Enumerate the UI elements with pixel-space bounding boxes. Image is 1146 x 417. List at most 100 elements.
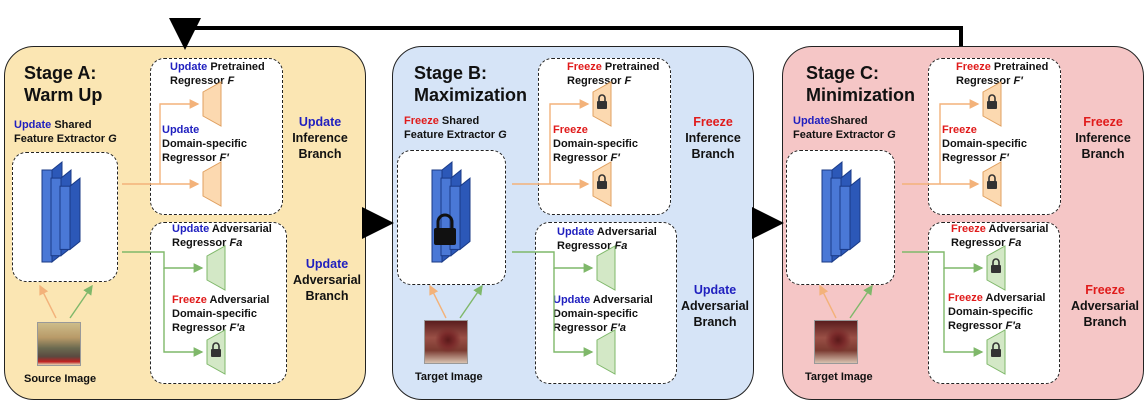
stage-b-image-arrow-green <box>459 284 483 319</box>
stage-a-adversarial-arrow-top <box>122 251 204 273</box>
stage-b-domain-regressor-lock-icon <box>597 181 607 189</box>
stage-b-adv-label: Update Adversarial Regressor Fa <box>557 225 657 253</box>
stage-b-adv-domain-text3: Regressor <box>553 322 611 334</box>
stage-a-adv-branch-label: Update Adversarial Branch <box>290 256 364 304</box>
stage-a-inference-text1: Inference <box>292 131 348 145</box>
stage-c-pretrained-regressor-lock-icon-shackle <box>988 94 996 101</box>
stage-c-adv-action: Freeze <box>951 223 986 235</box>
stage-c-adv-domain-symbol: F′a <box>1005 320 1021 332</box>
stage-b-title: Stage B: Maximization <box>414 62 527 106</box>
stage-a-adv-domain-regressor-lock-icon <box>211 349 221 357</box>
stage-a-domain-text1: Domain-specific <box>162 138 247 150</box>
stage-a-adv-domain-text3: Regressor <box>172 322 230 334</box>
stage-c-adversarial-arrow-bottom <box>943 268 984 357</box>
stage-b-extractor-label: Freeze Shared Feature Extractor G <box>404 114 507 142</box>
stage-a-adv-symbol: Fa <box>229 237 243 249</box>
stage-a-adv-domain-symbol: F′a <box>229 322 245 334</box>
stage-c-feature-extractor-slab-2 <box>839 185 851 250</box>
stage-c-domain-regressor-lock-icon-shackle <box>988 174 996 181</box>
stage-b-domain-text1: Domain-specific <box>553 138 638 150</box>
stage-c-adv-domain-text3: Regressor <box>948 320 1006 332</box>
stage-a-adv-branch-text2: Branch <box>305 289 349 303</box>
stage-a-title-line2: Warm Up <box>24 85 103 105</box>
stage-a-title-line1: Stage A: <box>24 63 97 83</box>
stage-b-pretrained-text1: Pretrained <box>601 61 660 73</box>
stage-b-domain-label: Freeze Domain-specific Regressor F′ <box>553 123 638 165</box>
feedback-loop-arrow <box>169 18 963 50</box>
stage-c-pretrained-label: Freeze Pretrained Regressor F′ <box>956 60 1048 88</box>
stage-c-adv-symbol: Fa <box>1008 237 1022 249</box>
stage-c-inference-action: Freeze <box>1083 115 1123 129</box>
stage-c-domain-symbol: F′ <box>999 152 1009 164</box>
stage-c-adv-branch-text2: Branch <box>1083 315 1127 329</box>
stage-b-inference-branch-label: Freeze Inference Branch <box>676 114 750 162</box>
stage-c-adv-label: Freeze Adversarial Regressor Fa <box>951 222 1048 250</box>
stage-c-inference-text1: Inference <box>1075 131 1131 145</box>
stage-a-extractor-symbol: G <box>108 133 117 145</box>
stage-b-adv-domain-text1: Adversarial <box>590 294 653 306</box>
stage-b-pretrained-action: Freeze <box>567 61 602 73</box>
stage-c-domain-text1: Domain-specific <box>942 138 1027 150</box>
stage-c-extractor-action: Update <box>793 115 831 127</box>
stage-c-adv-text1: Adversarial <box>985 223 1049 235</box>
stage-c-domain-action: Freeze <box>942 124 977 136</box>
stage-b-pretrained-regressor-lock-icon <box>597 101 607 109</box>
stage-a-adv-domain-action: Freeze <box>172 294 207 306</box>
stage-c-feature-extractor-slab-top-2 <box>849 177 861 251</box>
stage-b-target-image <box>424 320 468 364</box>
stage-b-extractor-text1: Shared <box>438 115 480 127</box>
stage-c-extractor-text2: Feature Extractor <box>793 129 888 141</box>
stage-c-title: Stage C: Minimization <box>806 62 915 106</box>
stage-a-inference-text2: Branch <box>298 147 342 161</box>
stage-b-domain-symbol: F′ <box>610 152 620 164</box>
stage-c-adv-text2: Regressor <box>951 237 1009 249</box>
stage-a-adv-text2: Regressor <box>172 237 230 249</box>
stage-a-adversarial-regressor <box>206 245 226 291</box>
stage-a-domain-action: Update <box>162 124 200 136</box>
stage-a-extractor-action: Update <box>14 119 52 131</box>
stage-c-extractor-text1: Shared <box>830 115 868 127</box>
stage-c-inference-text2: Branch <box>1081 147 1125 161</box>
stage-b-image-label: Target Image <box>415 371 483 383</box>
stage-a-pretrained-text1: Pretrained <box>207 61 265 73</box>
stage-b-inference-text1: Inference <box>685 131 741 145</box>
stage-c-inference-branch-label: Freeze Inference Branch <box>1066 114 1140 162</box>
stage-c-adversarial-regressor-lock-icon <box>991 265 1001 273</box>
stage-c-adv-branch-action: Freeze <box>1085 283 1125 297</box>
stage-b-pretrained-symbol: F <box>624 75 632 87</box>
stage-a-adv-action: Update <box>172 223 210 235</box>
stage-c-pretrained-text1: Pretrained <box>990 61 1049 73</box>
stage-b-title-line2: Maximization <box>414 85 528 105</box>
stage-b-image-arrow-orange <box>429 284 447 319</box>
stage-c-title-line1: Stage C: <box>806 63 880 83</box>
stage-c-extractor-label: UpdateShared Feature Extractor G <box>793 114 896 142</box>
stage-b-pretrained-regressor-lock-icon-shackle <box>598 94 606 101</box>
stage-b-extractor-symbol: G <box>498 129 507 141</box>
stage-a-title: Stage A: Warm Up <box>24 62 102 106</box>
stage-a-adv-domain-text1: Adversarial <box>206 294 270 306</box>
stage-b-feature-extractor-slab-top-2 <box>459 177 471 251</box>
stage-a-feature-extractor-slab-top-2 <box>69 177 81 251</box>
stage-c-inference-arrow-top <box>902 99 980 185</box>
stage-c-domain-regressor-lock-icon <box>987 181 997 189</box>
stage-b-extractor-text2: Feature Extractor <box>404 129 499 141</box>
stage-a-image-label: Source Image <box>24 373 97 385</box>
stage-b-adversarial-arrow-bottom <box>553 268 594 357</box>
stage-a-extractor-text2: Feature Extractor <box>14 133 109 145</box>
stage-b-adv-domain-text2: Domain-specific <box>553 308 638 320</box>
stage-b-adv-domain-action: Update <box>553 294 591 306</box>
stage-b-adv-text1: Adversarial <box>594 226 657 238</box>
stage-b-adv-domain-regressor <box>596 329 616 375</box>
stage-c-adversarial-arrow-top <box>902 251 984 273</box>
stage-c-adv-domain-text2: Domain-specific <box>948 306 1033 318</box>
stage-a-adv-domain-text2: Domain-specific <box>172 308 257 320</box>
stage-a-domain-symbol: F′ <box>219 152 229 164</box>
stage-a-adv-domain-regressor-lock-icon-shackle <box>212 342 220 349</box>
stage-a-inference-action: Update <box>298 115 342 129</box>
stage-a-adv-domain-label: Freeze Adversarial Domain-specific Regre… <box>172 293 269 335</box>
stage-a-image-arrow-orange <box>39 284 57 319</box>
stage-a-pretrained-label: Update Pretrained Regressor F <box>170 60 265 88</box>
stage-b-extractor-action: Freeze <box>404 115 439 127</box>
stage-c-adv-domain-regressor-lock-icon <box>991 349 1001 357</box>
